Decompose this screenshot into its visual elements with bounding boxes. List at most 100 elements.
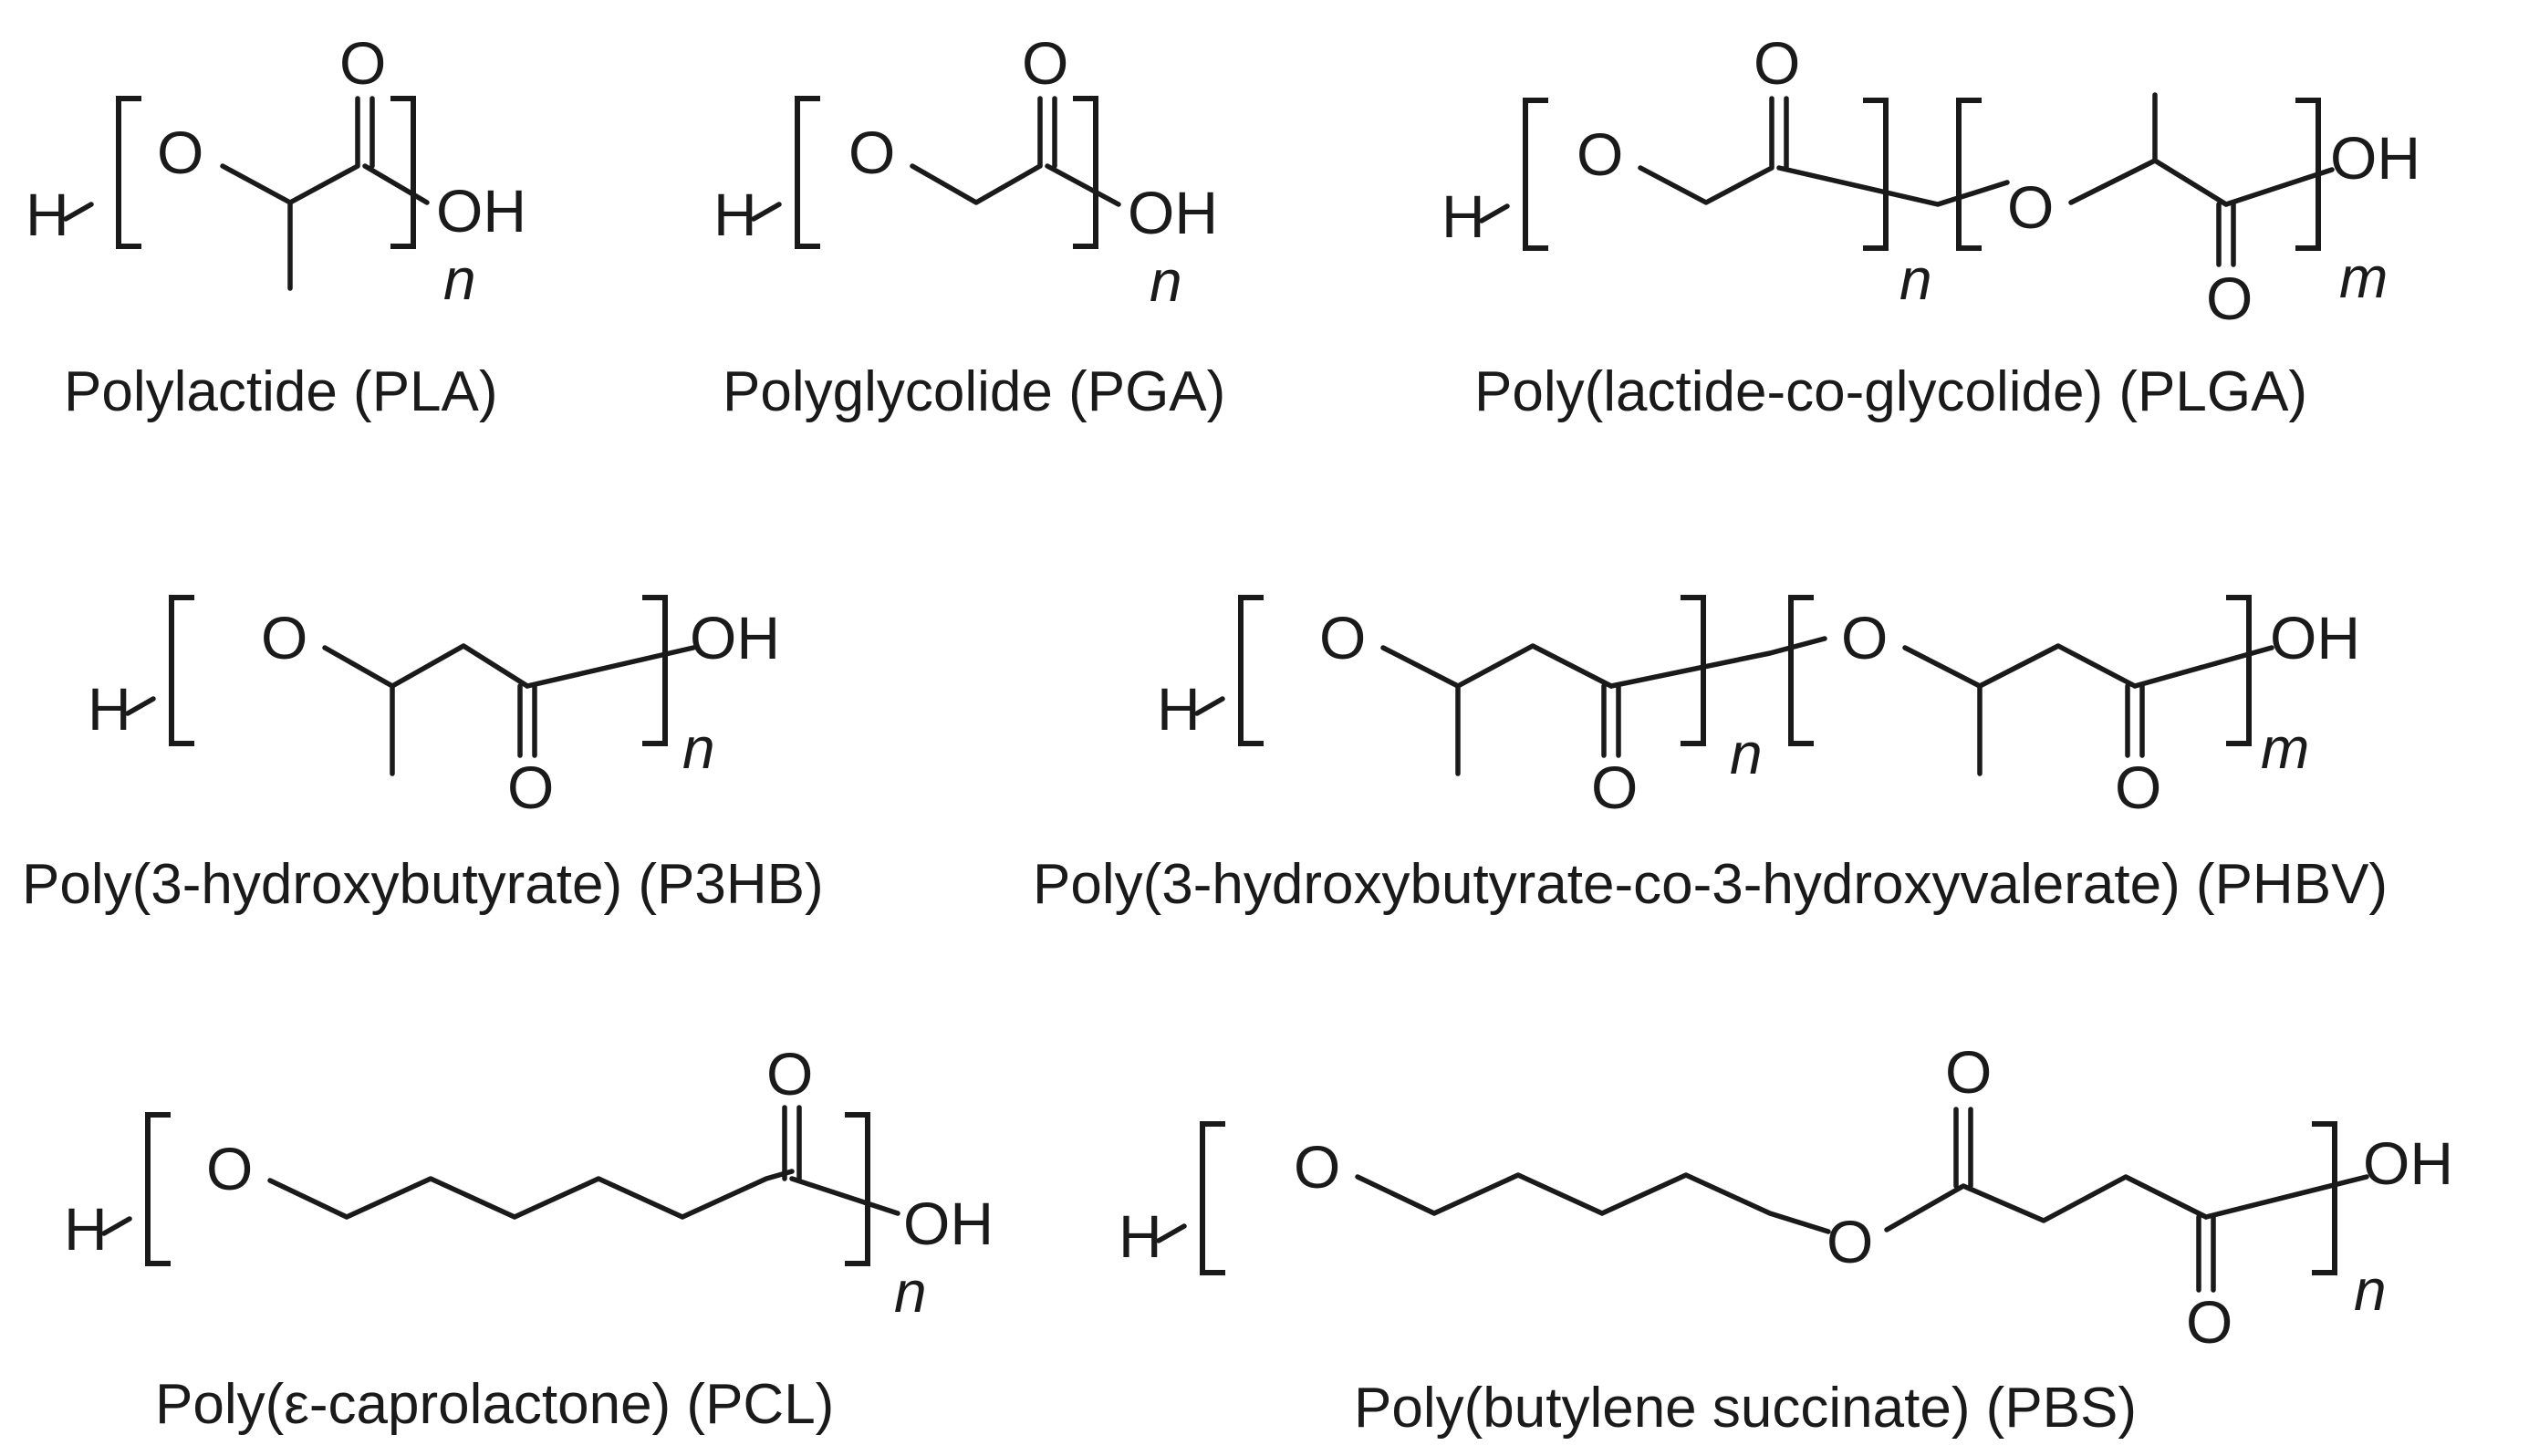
repeat-bracket-close <box>642 595 668 746</box>
caption-p3hb: Poly(3-hydroxybutyrate) (P3HB) <box>22 853 824 916</box>
bond <box>525 645 696 689</box>
glycolide-unit-bonds <box>1638 96 1789 205</box>
oxygen-atom: O <box>848 119 895 186</box>
repeat-bracket-close-m <box>2226 595 2252 746</box>
repeat-bracket-close <box>2312 1121 2337 1275</box>
linking-bond <box>1608 636 1827 689</box>
hydroxybutyrate-unit-bonds <box>1380 643 1621 776</box>
repeat-bracket-close <box>1073 96 1098 249</box>
bond <box>63 202 94 222</box>
repeat-bracket-close-n <box>1681 595 1706 746</box>
repeat-bracket-open-m <box>1788 595 1814 746</box>
repeat-bracket-open <box>116 96 141 249</box>
carbonyl-oxygen: O <box>1022 29 1068 97</box>
repeat-bracket-close <box>845 1112 870 1266</box>
caption-phbv: Poly(3-hydroxybutyrate-co-3-hydroxyvaler… <box>1033 853 2388 916</box>
terminal-h: H <box>1441 182 1485 250</box>
terminal-oh: OH <box>903 1190 994 1257</box>
carbonyl-oxygen: O <box>1945 1038 1992 1106</box>
caption-pbs: Poly(butylene succinate) (PBS) <box>1354 1377 2137 1440</box>
structure-plga: H O O n O O OH m Poly(lactide-co-glycoli… <box>1441 29 2420 423</box>
bond <box>789 1176 900 1216</box>
oxygen-atom: O <box>206 1135 253 1202</box>
lactide-bonds <box>220 96 375 291</box>
terminal-h: H <box>88 675 131 743</box>
bond <box>125 696 156 716</box>
carbonyl-oxygen: O <box>1591 754 1638 821</box>
bond <box>362 163 430 205</box>
succinate-bonds <box>1884 1107 2216 1293</box>
bond <box>2203 1174 2369 1220</box>
bond <box>751 202 782 222</box>
structure-pbs: H O O O O OH n Poly(butylene succinate) … <box>1119 1038 2453 1440</box>
hydroxyvalerate-unit-bonds <box>1902 643 2145 776</box>
structure-p3hb: H O O OH n Poly(3-hydroxybutyrate) (P3HB… <box>22 595 824 916</box>
linking-bond <box>1776 165 2010 207</box>
terminal-h: H <box>64 1195 108 1263</box>
terminal-h: H <box>1119 1202 1162 1270</box>
oxygen-atom: O <box>1294 1133 1340 1201</box>
structure-phbv: H O O n O O OH m Poly(3-hydroxybutyrate-… <box>1033 595 2388 916</box>
terminal-oh: OH <box>1128 179 1218 246</box>
butylene-chain-bonds <box>1355 1172 1831 1234</box>
ester-oxygen: O <box>1826 1208 1873 1275</box>
oxygen-atom: O <box>1577 120 1623 188</box>
lactide-unit-bonds <box>2068 92 2236 267</box>
repeat-bracket-close <box>390 96 416 249</box>
terminal-oh: OH <box>2270 604 2360 671</box>
repeat-index-m: m <box>2261 715 2309 781</box>
carbonyl-oxygen: O <box>2186 1288 2232 1356</box>
oxygen-atom: O <box>157 119 203 186</box>
bond <box>1156 1223 1187 1243</box>
caption-plga: Poly(lactide-co-glycolide) (PLGA) <box>1474 360 2307 423</box>
repeat-bracket-open-m <box>1956 98 1982 251</box>
repeat-bracket-open <box>795 96 820 249</box>
repeat-index-n: n <box>1150 248 1182 314</box>
bond <box>1479 203 1510 224</box>
repeat-index-n: n <box>1730 721 1763 786</box>
terminal-oh: OH <box>436 177 526 244</box>
terminal-h: H <box>26 181 69 248</box>
terminal-h: H <box>713 181 757 248</box>
bond <box>2223 167 2335 207</box>
carbonyl-oxygen: O <box>339 29 386 97</box>
repeat-index-n: n <box>894 1259 927 1325</box>
repeat-bracket-open <box>1200 1121 1225 1275</box>
carbonyl-oxygen: O <box>507 754 554 821</box>
repeat-index-m: m <box>2339 244 2388 310</box>
oxygen-atom: O <box>261 604 307 671</box>
caption-pga: Polyglycolide (PGA) <box>723 360 1225 423</box>
terminal-oh: OH <box>2330 124 2420 192</box>
caption-pla: Polylactide (PLA) <box>64 360 498 423</box>
repeat-index-n: n <box>1899 246 1932 312</box>
repeat-bracket-open-n <box>1523 98 1548 251</box>
repeat-index-n: n <box>443 246 476 312</box>
carbonyl-oxygen: O <box>2206 265 2253 332</box>
repeat-index-n: n <box>682 715 715 781</box>
repeat-bracket-open <box>145 1112 171 1266</box>
terminal-oh: OH <box>690 604 780 671</box>
bond <box>1194 696 1225 716</box>
structure-pga: H O O OH n Polyglycolide (PGA) <box>713 29 1225 423</box>
terminal-oh: OH <box>2363 1129 2453 1197</box>
carbonyl-oxygen: O <box>1754 29 1800 97</box>
terminal-h: H <box>1157 675 1201 743</box>
oxygen-atom: O <box>1841 604 1888 671</box>
repeat-index-n: n <box>2354 1257 2387 1323</box>
glycolide-bonds <box>910 96 1057 205</box>
caprolactone-chain-bonds <box>267 1105 802 1220</box>
structure-pcl: H O O OH n Poly(ε-caprolactone) (PCL) <box>64 1040 994 1436</box>
structure-pla: H O O OH n Polylactide (PLA) <box>26 29 526 423</box>
repeat-bracket-open-n <box>1238 595 1264 746</box>
bond <box>1045 163 1121 207</box>
bond <box>101 1216 132 1236</box>
carbonyl-oxygen: O <box>766 1040 813 1108</box>
hydroxybutyrate-bonds <box>322 643 537 776</box>
oxygen-atom: O <box>2007 173 2054 241</box>
repeat-bracket-open <box>169 595 194 746</box>
repeat-bracket-close-n <box>1863 98 1889 251</box>
repeat-bracket-close-m <box>2295 98 2321 251</box>
oxygen-atom: O <box>1319 604 1366 671</box>
carbonyl-oxygen: O <box>2115 754 2161 821</box>
